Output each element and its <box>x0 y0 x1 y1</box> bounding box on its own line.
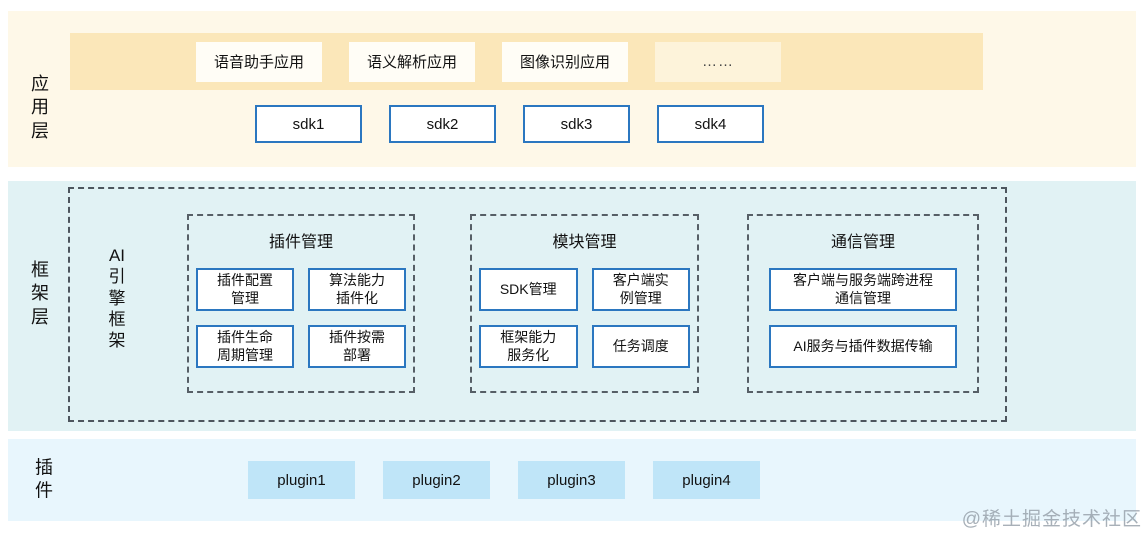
application-band: 语音助手应用 语义解析应用 图像识别应用 …… <box>70 33 983 90</box>
group-communication-management-grid: 客户端与服务端跨进程 通信管理 AI服务与插件数据传输 <box>769 268 957 368</box>
fbox-plugin-lifecycle-management: 插件生命 周期管理 <box>196 325 294 368</box>
application-layer-label: 应用层 <box>31 74 49 141</box>
plugin-box-2: plugin2 <box>383 461 490 499</box>
group-communication-management: 通信管理 客户端与服务端跨进程 通信管理 AI服务与插件数据传输 <box>747 214 979 393</box>
app-box-image-recognition: 图像识别应用 <box>502 41 628 82</box>
group-plugin-management-grid: 插件配置 管理 算法能力 插件化 插件生命 周期管理 插件按需 部署 <box>196 268 406 368</box>
plugin-row: plugin1 plugin2 plugin3 plugin4 <box>248 461 760 499</box>
fbox-client-server-cross-process-communication: 客户端与服务端跨进程 通信管理 <box>769 268 957 311</box>
ai-engine-frame-label: AI引擎框架 <box>108 246 126 350</box>
fbox-plugin-on-demand-deployment: 插件按需 部署 <box>308 325 406 368</box>
framework-layer-panel: 框架层 AI引擎框架 插件管理 插件配置 管理 算法能力 插件化 插件生命 周期… <box>8 181 1136 431</box>
fbox-plugin-config-management: 插件配置 管理 <box>196 268 294 311</box>
watermark: @稀土掘金技术社区 <box>961 509 1142 530</box>
fbox-client-instance-management: 客户端实 例管理 <box>591 268 690 311</box>
group-module-management-title: 模块管理 <box>552 234 617 251</box>
fbox-task-scheduling: 任务调度 <box>591 325 690 368</box>
group-module-management-grid: SDK管理 客户端实 例管理 框架能力 服务化 任务调度 <box>479 268 690 368</box>
app-box-voice-assistant: 语音助手应用 <box>196 41 322 82</box>
application-layer-panel: 应用层 语音助手应用 语义解析应用 图像识别应用 …… sdk1 sdk2 sd… <box>8 11 1136 167</box>
plugin-box-1: plugin1 <box>248 461 355 499</box>
sdk-box-3: sdk3 <box>523 105 630 143</box>
group-plugin-management: 插件管理 插件配置 管理 算法能力 插件化 插件生命 周期管理 插件按需 部署 <box>187 214 415 393</box>
plugin-box-3: plugin3 <box>518 461 625 499</box>
plugin-layer-label: 插件 <box>35 457 53 501</box>
fbox-framework-capability-servicification: 框架能力 服务化 <box>479 325 578 368</box>
group-plugin-management-title: 插件管理 <box>268 234 333 251</box>
sdk-box-4: sdk4 <box>657 105 764 143</box>
sdk-row: sdk1 sdk2 sdk3 sdk4 <box>255 105 764 143</box>
plugin-layer-panel: 插件 plugin1 plugin2 plugin3 plugin4 <box>8 439 1136 521</box>
fbox-ai-service-plugin-data-transfer: AI服务与插件数据传输 <box>769 325 957 368</box>
group-communication-management-title: 通信管理 <box>830 234 895 251</box>
plugin-box-4: plugin4 <box>653 461 760 499</box>
group-module-management: 模块管理 SDK管理 客户端实 例管理 框架能力 服务化 任务调度 <box>470 214 699 393</box>
framework-layer-label: 框架层 <box>31 260 49 327</box>
sdk-box-2: sdk2 <box>389 105 496 143</box>
sdk-box-1: sdk1 <box>255 105 362 143</box>
app-box-ellipsis: …… <box>655 41 781 82</box>
ai-engine-frame: AI引擎框架 插件管理 插件配置 管理 算法能力 插件化 插件生命 周期管理 插… <box>68 187 1007 422</box>
app-box-semantic-parsing: 语义解析应用 <box>349 41 475 82</box>
fbox-sdk-management: SDK管理 <box>479 268 578 311</box>
fbox-algorithm-capability-pluginization: 算法能力 插件化 <box>308 268 406 311</box>
